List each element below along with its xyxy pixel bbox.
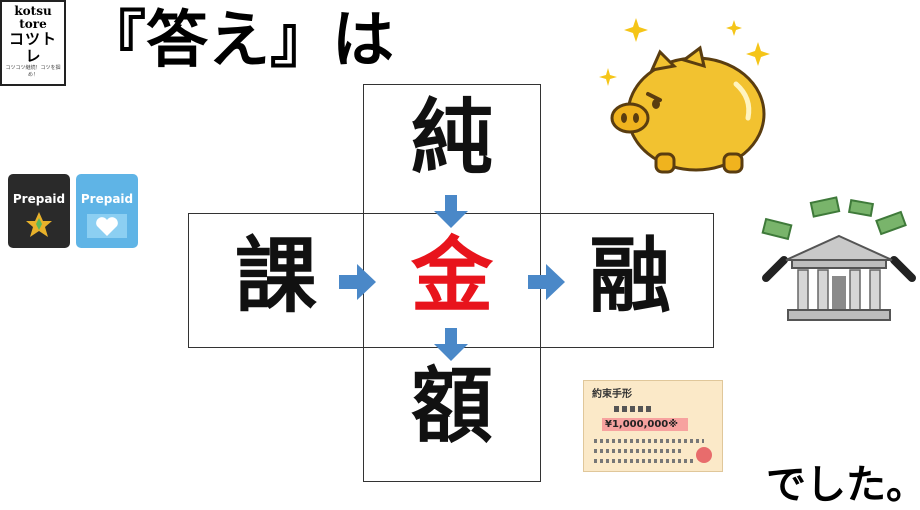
kanji-center: 金 [410,229,493,324]
kanji-right: 融 [588,229,671,324]
prepaid-card-label: Prepaid [80,192,134,206]
note-amount: ¥1,000,000※ [602,418,688,431]
prepaid-card-icon: Prepaid [8,174,70,248]
logo-text-tore: tore [19,17,47,31]
promissory-note-icon: 約束手形 ¥1,000,000※ [583,380,723,472]
arrow-right-icon [339,264,376,300]
logo-text-re: レ [25,47,41,65]
bank-building-icon [761,196,916,321]
star-icon [26,212,52,237]
prepaid-card-label: Prepaid [12,192,66,206]
piggy-bank-icon [599,18,770,174]
arrow-down-icon [434,328,468,361]
note-title: 約束手形 [592,389,632,400]
ending-text: でした。 [766,462,920,508]
logo-text-kotsu: kotsu [14,4,52,18]
kanji-left: 課 [234,229,317,324]
kotsutore-logo: kotsu tore コツト レ コツコツ継続！コツを掴め！ [0,0,66,86]
logo-tagline: コツコツ継続！コツを掴め！ [5,65,61,78]
arrow-down-icon [434,195,468,228]
logo-text-katakana: コツト [8,30,57,48]
arrow-right-icon [528,264,565,300]
heart-icon [87,214,127,238]
prepaid-card-icon: Prepaid [76,174,138,248]
kanji-bottom: 額 [410,359,493,454]
answer-title: 『答え』は [84,3,395,76]
kanji-top: 純 [410,91,493,186]
note-stamp [696,447,712,463]
